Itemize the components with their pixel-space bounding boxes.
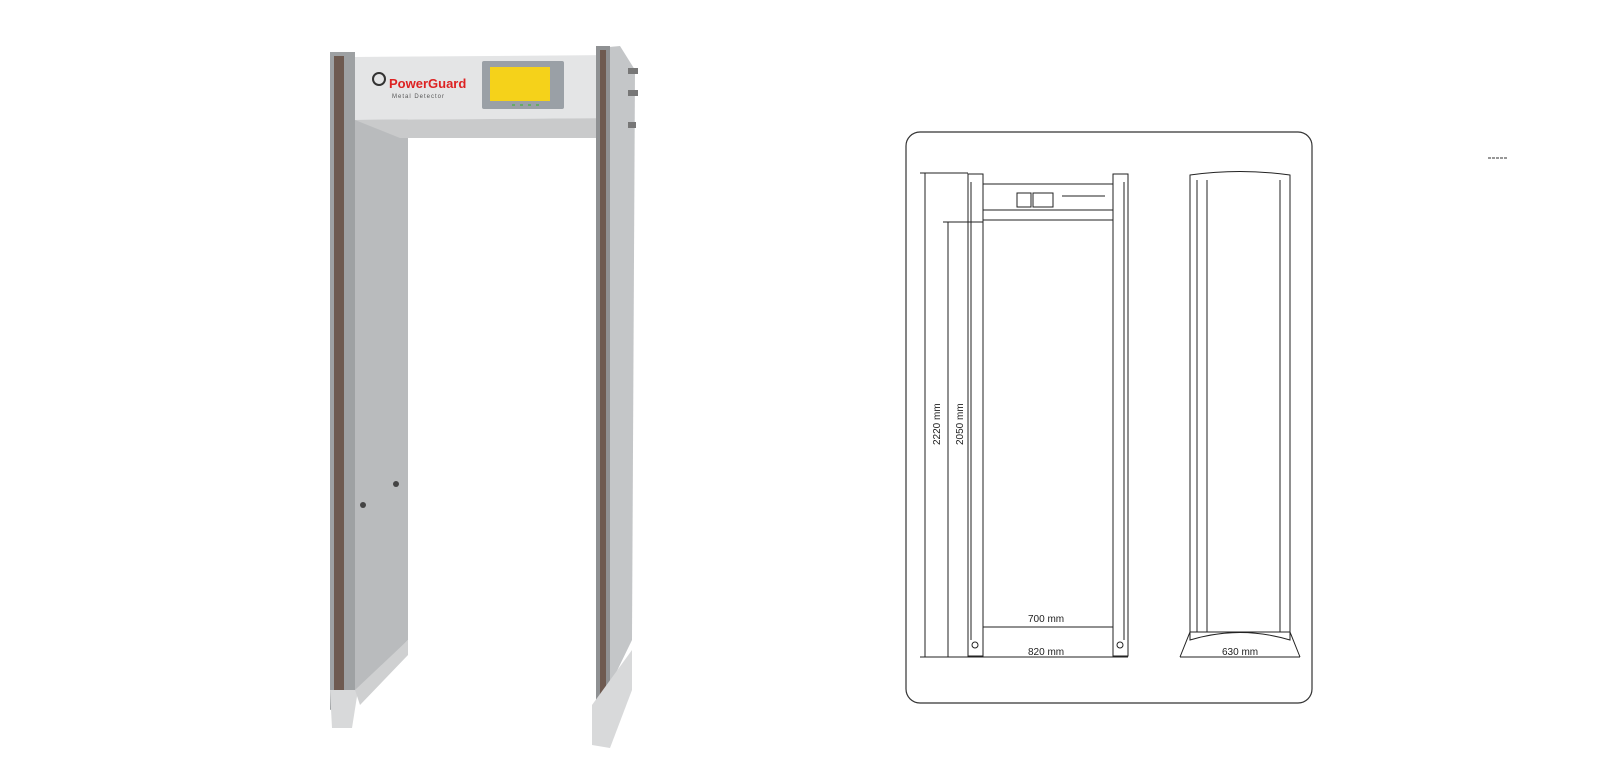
panel-button bbox=[528, 104, 531, 106]
left-foot-plate bbox=[355, 640, 408, 705]
front-top-beam bbox=[982, 183, 1114, 221]
side-view-outline bbox=[1189, 171, 1291, 641]
panel-button bbox=[536, 104, 539, 106]
metal-detector-photo: PowerGuard Metal Detector bbox=[330, 46, 638, 748]
depth-label: 630 mm bbox=[1222, 647, 1258, 658]
front-panel bbox=[1032, 192, 1054, 208]
right-foot bbox=[592, 650, 632, 748]
right-pillar-strip bbox=[600, 50, 606, 700]
lcd-screen bbox=[490, 67, 550, 101]
brand-swirl-icon bbox=[372, 72, 386, 86]
panel-button bbox=[520, 104, 523, 106]
brand-logo: PowerGuard bbox=[389, 76, 466, 91]
left-foot bbox=[330, 690, 358, 728]
panel-button bbox=[512, 104, 515, 106]
height-inner-label: 2050 mm bbox=[955, 403, 966, 445]
left-pillar-strip bbox=[334, 56, 344, 696]
width-inner-label: 700 mm bbox=[1028, 614, 1064, 625]
left-pillar-side bbox=[345, 60, 408, 700]
front-right-pillar bbox=[1112, 173, 1129, 657]
panel-buttons bbox=[512, 104, 539, 106]
top-beam-underside bbox=[355, 118, 615, 138]
mounting-bracket bbox=[628, 122, 636, 128]
front-right-foot-bolt bbox=[1116, 641, 1124, 649]
front-left-pillar bbox=[967, 173, 984, 657]
mounting-bracket bbox=[628, 90, 638, 96]
front-panel-display bbox=[1016, 192, 1032, 208]
mounting-bracket bbox=[628, 68, 638, 74]
side-view-base bbox=[1179, 631, 1301, 658]
front-left-foot-bolt bbox=[971, 641, 979, 649]
drawing-frame bbox=[905, 131, 1313, 704]
sensor-hole bbox=[393, 481, 399, 487]
width-outer-label: 820 mm bbox=[1028, 647, 1064, 658]
height-outer-label: 2220 mm bbox=[932, 403, 943, 445]
dimension-drawing bbox=[905, 131, 1313, 704]
brand-subtitle: Metal Detector bbox=[392, 94, 445, 100]
sensor-hole bbox=[360, 502, 366, 508]
